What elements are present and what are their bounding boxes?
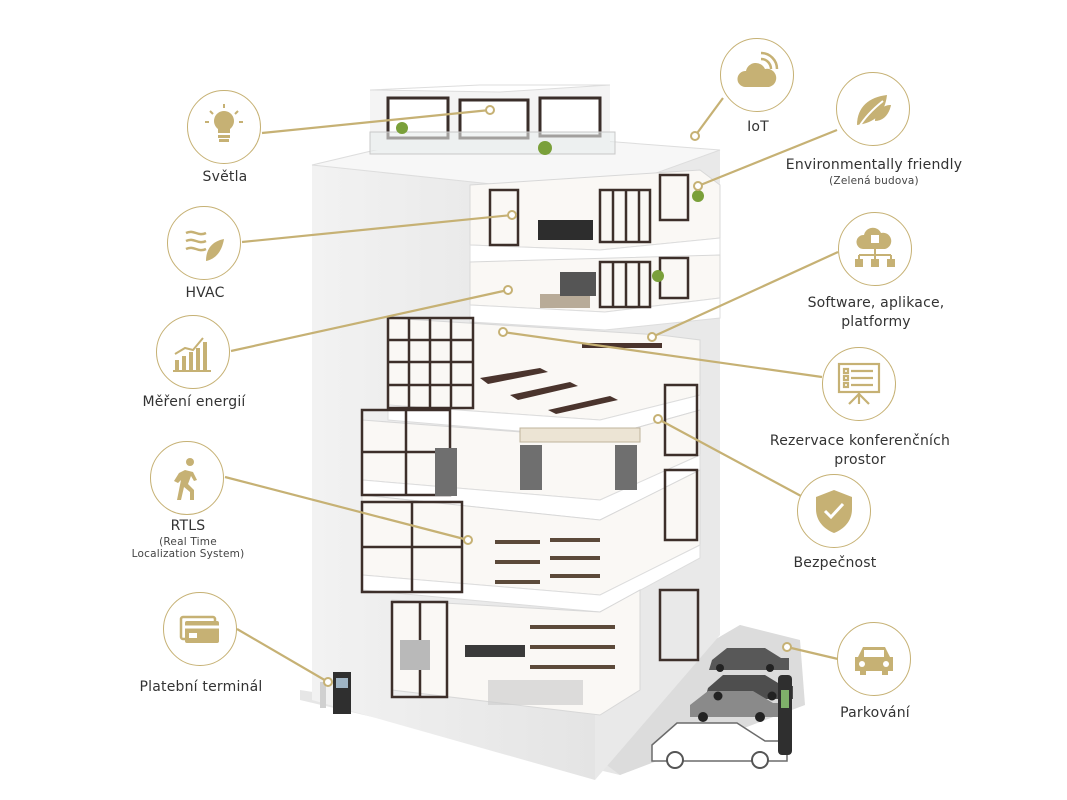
feature-label: Světla: [202, 169, 248, 185]
bar-chart-icon: [156, 315, 230, 389]
connector-dots: [323, 105, 792, 687]
shield-check-icon: [797, 474, 871, 548]
payment-card-icon: [163, 592, 237, 666]
air-leaf-icon: [167, 206, 241, 280]
feature-label: RTLS: [170, 518, 206, 534]
feature-sublabel: (Zelená budova): [829, 175, 919, 187]
window-frames: [360, 173, 700, 699]
connector-lines: [224, 97, 839, 683]
cloud-network-icon: [838, 212, 912, 286]
feature-label: Měření energií: [142, 394, 246, 410]
interior-furniture: [396, 122, 704, 705]
walking-person-icon: [150, 441, 224, 515]
feature-label: IoT: [747, 119, 769, 135]
feature-label: Bezpečnost: [793, 555, 877, 571]
wireless-cloud-icon: [720, 38, 794, 112]
feature-label: platformy: [841, 314, 911, 330]
feature-label: prostor: [834, 452, 886, 468]
light-bulb-icon: [187, 90, 261, 164]
feature-label: Platební terminál: [139, 679, 263, 695]
parked-cars: [651, 648, 793, 769]
presentation-board-icon: [822, 347, 896, 421]
payment-kiosk: [320, 672, 351, 714]
feature-label: Rezervace konferenčních: [769, 433, 951, 449]
leaves-icon: [836, 72, 910, 146]
feature-label: Software, aplikace,: [807, 295, 945, 311]
car-icon: [837, 622, 911, 696]
feature-label: Environmentally friendly: [785, 157, 963, 173]
penthouse-window-right: [538, 96, 602, 138]
feature-label: HVAC: [185, 285, 225, 301]
penthouse-railing: [369, 131, 616, 155]
penthouse-roof: [369, 84, 611, 93]
feature-sublabel: (Real Time: [159, 536, 217, 548]
feature-label: Parkování: [840, 705, 910, 721]
feature-sublabel: Localization System): [131, 548, 245, 560]
